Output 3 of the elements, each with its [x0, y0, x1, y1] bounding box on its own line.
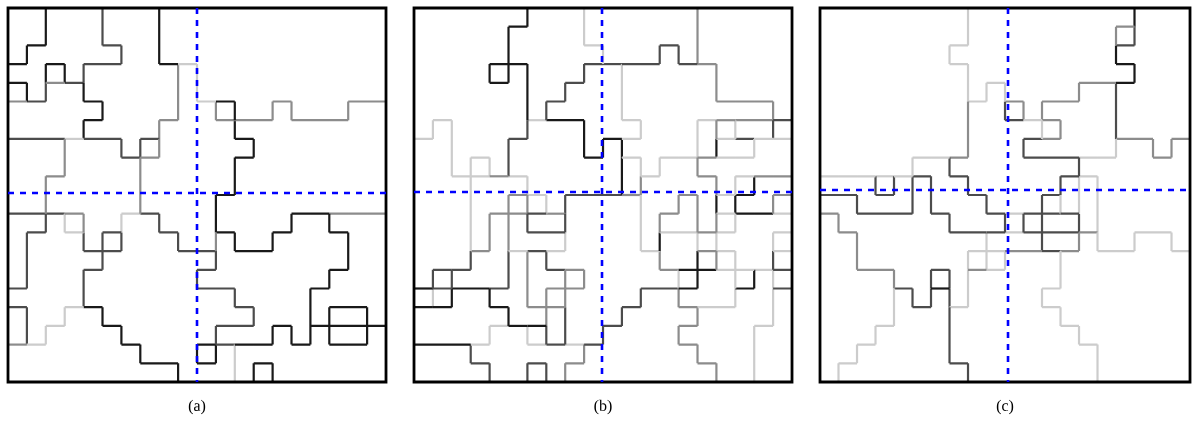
panel-label: (b): [594, 399, 612, 415]
panel-label: (a): [188, 399, 206, 415]
panel-label: (c): [996, 399, 1014, 415]
